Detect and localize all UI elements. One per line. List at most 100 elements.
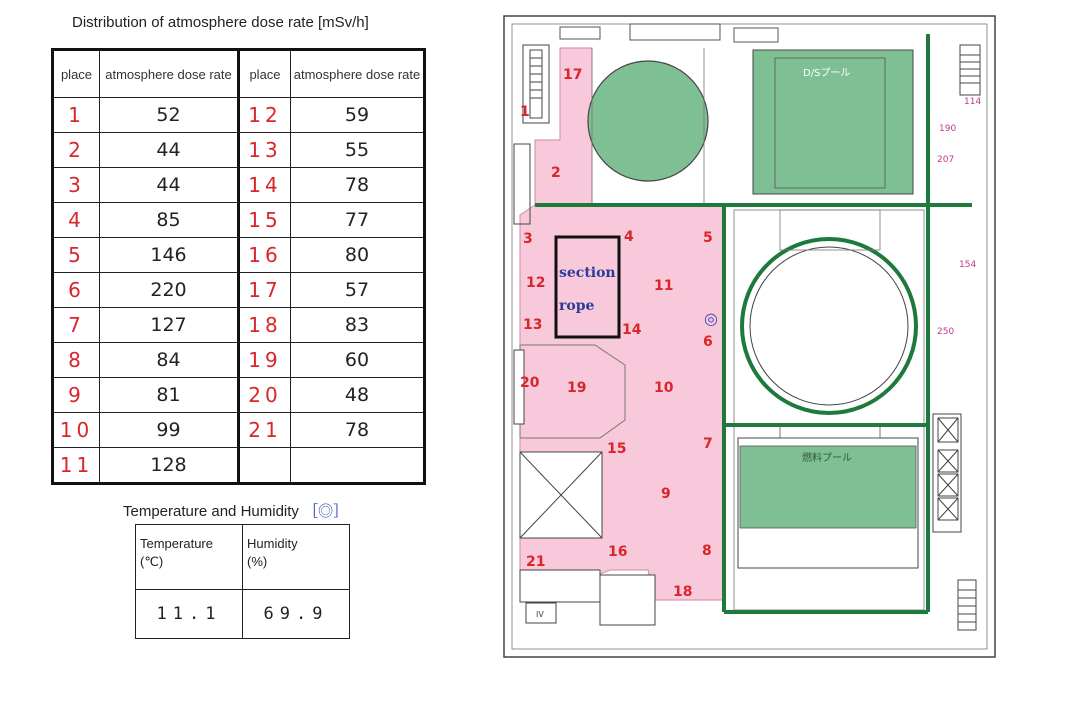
- place-cell: 3: [52, 167, 100, 203]
- point-1: 1: [520, 104, 530, 120]
- point-3: 3: [523, 231, 533, 247]
- equipment-hatch-right: [932, 413, 962, 533]
- reactor-well-circle: [587, 60, 709, 182]
- place-cell: 18: [237, 307, 291, 343]
- humidity-value: 69.9: [242, 589, 350, 639]
- point-9: 9: [661, 486, 671, 502]
- temp-humidity-title-text: Temperature and Humidity: [123, 503, 299, 520]
- place-cell: 4: [52, 202, 100, 238]
- top-wall-opening: [629, 23, 721, 41]
- point-21: 21: [526, 554, 545, 570]
- temperature-value: 11.1: [135, 589, 243, 639]
- point-15: 15: [607, 441, 626, 457]
- dose-value-cell: [290, 447, 425, 484]
- dose-value-cell: 220: [99, 272, 239, 308]
- edge-number-207: 207: [937, 155, 954, 165]
- wall-column-left-lower: [513, 349, 525, 425]
- place-cell: 11: [52, 447, 100, 484]
- ds-pool-inner: [774, 57, 886, 189]
- table-header-row: place atmosphere dose rate place atmosph…: [52, 49, 425, 98]
- ds-pool-label: D/Sプール: [803, 67, 850, 79]
- point-13: 13: [523, 317, 542, 333]
- stairs-top-left: [522, 44, 550, 124]
- temperature-unit: (℃): [140, 554, 164, 569]
- place-cell: 2: [52, 132, 100, 168]
- measurement-marker: ◎: [704, 309, 718, 328]
- dose-rate-table: place atmosphere dose rate place atmosph…: [51, 48, 426, 485]
- point-4: 4: [624, 229, 634, 245]
- ds-pool: [752, 49, 914, 195]
- small-box-label: IV: [536, 610, 544, 619]
- wall-column-left: [513, 143, 531, 225]
- bottom-left-room: [519, 569, 601, 603]
- header-place-2: place: [237, 49, 291, 98]
- place-cell: 7: [52, 307, 100, 343]
- dose-value-cell: 81: [99, 377, 239, 413]
- stairs-bottom-right: [957, 579, 977, 631]
- temp-humidity-title: Temperature and Humidity ［◎］: [123, 500, 348, 521]
- dose-value-cell: 57: [290, 272, 425, 308]
- section-rope-box: [554, 235, 621, 339]
- point-11: 11: [654, 278, 673, 294]
- fuel-pool-label: 燃料プール: [802, 451, 852, 464]
- dose-value-cell: 52: [99, 97, 239, 133]
- place-cell: 1: [52, 97, 100, 133]
- small-box: [525, 602, 557, 624]
- measurement-marker-legend: ［◎］: [303, 503, 349, 520]
- dose-value-cell: 99: [99, 412, 239, 448]
- header-place-1: place: [52, 49, 100, 98]
- point-6: 6: [703, 334, 713, 350]
- dose-value-cell: 59: [290, 97, 425, 133]
- temp-humidity-table: Temperature (℃) Humidity (%) 11.1 69.9: [135, 524, 350, 639]
- humidity-unit: (%): [247, 554, 268, 569]
- containment-green-ring: [740, 237, 918, 415]
- header-dose-1: atmosphere dose rate: [99, 49, 239, 98]
- containment-inner-ring: [749, 246, 909, 406]
- point-17: 17: [563, 67, 582, 83]
- dose-value-cell: 83: [290, 307, 425, 343]
- place-cell: 14: [237, 167, 291, 203]
- point-7: 7: [703, 436, 713, 452]
- point-16: 16: [608, 544, 627, 560]
- humidity-header: Humidity (%): [242, 524, 350, 590]
- point-8: 8: [702, 543, 712, 559]
- temperature-header: Temperature (℃): [135, 524, 243, 590]
- top-wall-door: [559, 26, 601, 40]
- place-cell: 12: [237, 97, 291, 133]
- section-rope-label-2: rope: [559, 298, 595, 314]
- point-18: 18: [673, 584, 692, 600]
- edge-number-250: 250: [937, 327, 954, 337]
- point-5: 5: [703, 230, 713, 246]
- reactor-well-walls: [591, 48, 705, 205]
- temperature-label: Temperature: [140, 536, 213, 551]
- top-wall-hatch: [733, 27, 779, 43]
- containment-top-box: [779, 209, 881, 251]
- dose-value-cell: 84: [99, 342, 239, 378]
- section-rope-label-1: section: [559, 265, 616, 281]
- dose-table-title: Distribution of atmosphere dose rate [mS…: [72, 14, 369, 31]
- fuel-pool: [739, 445, 917, 529]
- green-survey-lines: [535, 34, 972, 614]
- edge-number-114: 114: [964, 97, 981, 107]
- plan-inner-frame: [511, 23, 988, 650]
- bottom-room-door: [599, 574, 656, 626]
- place-cell: 9: [52, 377, 100, 413]
- dose-value-cell: 78: [290, 412, 425, 448]
- edge-number-190: 190: [939, 124, 956, 134]
- airlock-outline: [519, 344, 626, 439]
- place-cell: 17: [237, 272, 291, 308]
- point-12: 12: [526, 275, 545, 291]
- point-20: 20: [520, 375, 540, 391]
- point-10: 10: [654, 380, 674, 396]
- point-14: 14: [622, 322, 642, 338]
- point-19: 19: [567, 380, 586, 396]
- dose-value-cell: 146: [99, 237, 239, 273]
- stair-room-lower-left: [519, 451, 603, 539]
- stairs-top-right: [959, 44, 981, 96]
